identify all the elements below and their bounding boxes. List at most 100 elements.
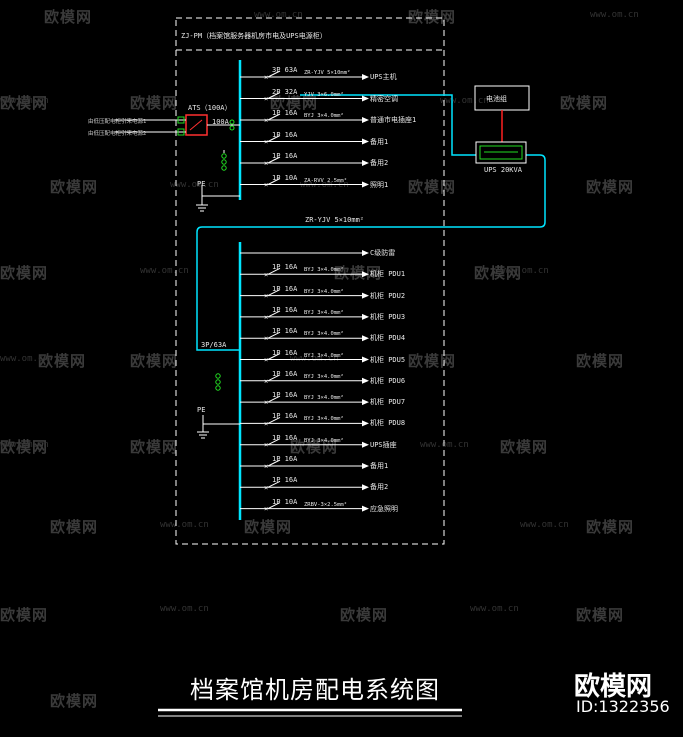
- upper-breaker-rating: 1P 10A: [272, 173, 298, 182]
- lower-breaker-rating: 1P 16A: [272, 412, 298, 421]
- upper-breaker-rating: 1P 16A: [272, 130, 298, 139]
- incoming-label-1: 由低压配电柜引来电源1: [88, 119, 147, 125]
- watermark-url: www.om.cn: [470, 604, 519, 614]
- battery-label: 电池组: [486, 95, 507, 103]
- lower-load-name: UPS插座: [370, 440, 397, 449]
- watermark-logo: 欧模网: [44, 8, 93, 26]
- lower-branch-arrow: [362, 505, 369, 512]
- upper-breaker-mark: ×: [264, 117, 268, 125]
- lower-breaker-mark: ×: [264, 292, 268, 300]
- watermark-logo: 欧模网: [244, 518, 293, 536]
- upper-cable-spec: ZR-YJV 5×10mm²: [304, 70, 351, 76]
- lower-load-name: 机柜 PDU8: [370, 419, 406, 428]
- lower-cable-spec: BYJ 3×4.0mm²: [304, 288, 344, 295]
- lower-breaker-rating: 1P 16A: [272, 284, 298, 293]
- lower-load-name: 机柜 PDU4: [370, 334, 406, 343]
- watermark-logo: 欧模网: [586, 518, 635, 536]
- watermark-logo: 欧模网: [0, 438, 49, 456]
- lower-branch-arrow: [362, 250, 369, 256]
- lower-load-name: 机柜 PDU3: [370, 312, 406, 321]
- lower-breaker-symbol: [267, 395, 281, 403]
- watermark-logo: 欧模网: [130, 438, 179, 456]
- upper-load-name: 备用1: [370, 137, 389, 146]
- upper-breaker-mark: ×: [264, 138, 268, 146]
- lower-breaker-symbol: [267, 310, 281, 318]
- lower-breaker-symbol: [267, 353, 281, 360]
- lower-branch-arrow: [362, 377, 369, 384]
- lower-breaker-symbol: [267, 289, 281, 297]
- watermark-logo: 欧模网: [586, 178, 635, 196]
- upper-breaker-mark: ×: [264, 95, 268, 103]
- watermark-url: www.om.cn: [160, 520, 209, 530]
- upper-breaker-rating: 1P 16A: [272, 109, 298, 117]
- lower-ground: [197, 415, 240, 439]
- watermark-logo: 欧模网: [334, 264, 383, 282]
- lower-cable-spec: BYJ 3×4.0mm²: [304, 437, 344, 444]
- watermark-url: www.om.cn: [0, 440, 49, 450]
- lower-branch-arrow: [362, 420, 369, 427]
- upper-breaker-symbol: [267, 70, 281, 78]
- incoming-label-2: 由低压配电柜引来电源2: [88, 131, 147, 137]
- upper-load-name: 精密空调: [370, 94, 398, 103]
- upper-spd: [221, 153, 227, 171]
- lower-breaker-rating: 1P 16A: [272, 391, 298, 400]
- upper-load-name: 备用2: [370, 159, 389, 167]
- upper-branch-group: ××××××: [240, 70, 369, 189]
- lower-load-name: 机柜 PDU1: [370, 270, 406, 279]
- lower-cable-spec: BYJ 3×4.0mm²: [304, 373, 344, 380]
- ups-output-feeder: [196, 154, 546, 351]
- watermark-url: www.om.cn: [500, 266, 549, 276]
- upper-breaker-mark: ×: [264, 74, 268, 82]
- lower-main-breaker-label: 3P/63A: [201, 341, 227, 349]
- lower-breaker-rating: 1P 16A: [272, 369, 298, 378]
- panel-name: ZJ-PM（档案馆服务器机房市电及UPS电源柜）: [181, 32, 327, 40]
- upper-branch-arrow: [362, 138, 369, 145]
- lower-branch-group: ××××××××××××: [240, 250, 369, 513]
- lower-load-name: C级防雷: [370, 249, 396, 257]
- lower-breaker-symbol: [267, 331, 281, 339]
- watermark-logo: 欧模网: [576, 352, 625, 370]
- lower-breaker-symbol: [267, 480, 281, 488]
- panel-frame: [175, 17, 445, 545]
- watermark-logo: 欧模网: [290, 438, 339, 456]
- upper-breaker-symbol: [267, 156, 281, 164]
- lower-breaker-symbol: [267, 438, 281, 446]
- lower-breaker-symbol: [267, 416, 281, 424]
- watermark-url: www.om.cn: [254, 10, 303, 20]
- lower-breaker-symbol: [267, 374, 281, 382]
- lower-breaker-rating: 1P 16A: [272, 348, 298, 357]
- lower-cable-spec: BYJ 3×4.0mm²: [304, 352, 344, 359]
- lower-breaker-rating: 1P 16A: [272, 327, 298, 336]
- watermark-url: www.om.cn: [590, 10, 639, 20]
- lower-breaker-mark: ×: [264, 420, 268, 428]
- lower-breaker-mark: ×: [264, 271, 268, 279]
- watermark-logo: 欧模网: [474, 264, 523, 282]
- watermark-url: www.om.cn: [170, 180, 219, 190]
- upper-cable-spec: ZA-RVV 2.5mm²: [304, 177, 348, 184]
- lower-cable-spec: BYJ 3×4.0mm²: [304, 267, 344, 274]
- upper-load-name: UPS主机: [370, 73, 397, 81]
- ats-output-label: 100A: [212, 118, 229, 126]
- watermark-logo: 欧模网: [50, 518, 99, 536]
- watermark-logo: 欧模网: [408, 178, 457, 196]
- upper-branch-arrow: [362, 95, 369, 102]
- lower-branch-arrow: [362, 441, 369, 448]
- lower-branch-arrow: [362, 335, 369, 342]
- upper-load-name: 照明1: [370, 180, 389, 189]
- lower-spd: [215, 373, 221, 391]
- lower-cable-spec: BYJ 3×4.0mm²: [304, 395, 344, 402]
- upper-branch-arrow: [362, 117, 369, 123]
- diagram-title: 档案馆机房配电系统图: [190, 676, 440, 704]
- lower-breaker-mark: ×: [264, 356, 268, 364]
- watermark-logo: 欧模网: [0, 94, 49, 112]
- upper-breaker-symbol: [267, 135, 281, 142]
- lower-load-name: 机柜 PDU2: [370, 291, 406, 300]
- lower-branch-arrow: [362, 292, 369, 299]
- lower-breaker-rating: 1P 16A: [272, 305, 298, 314]
- upper-branch-arrow: [362, 160, 369, 166]
- upper-breaker-mark: ×: [264, 181, 268, 189]
- lower-breaker-rating: 1P 16A: [272, 263, 298, 272]
- upper-breaker-symbol: [267, 92, 281, 99]
- lower-cable-spec: BYJ 3×4.0mm²: [304, 309, 344, 316]
